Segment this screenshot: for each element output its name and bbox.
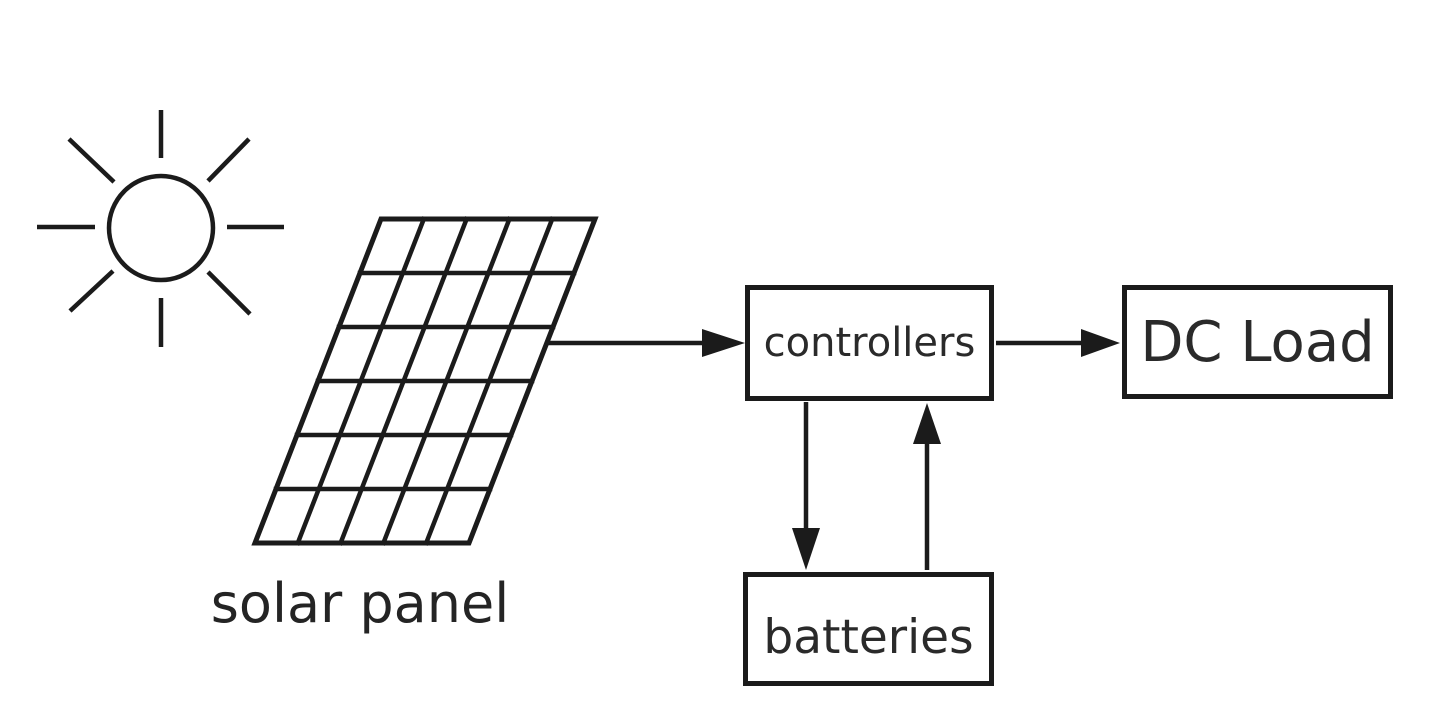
sun-icon <box>37 110 284 347</box>
solar-panel-icon <box>251 216 599 546</box>
batteries-label: batteries <box>763 609 974 665</box>
controllers-label: controllers <box>763 320 976 366</box>
dc-load-label: DC Load <box>1140 309 1375 375</box>
dc-load-box: DC Load <box>1122 285 1393 399</box>
batteries-box: batteries <box>743 572 994 686</box>
solar-panel-label: solar panel <box>210 572 510 635</box>
arrow-controllers-to-batteries <box>792 402 820 570</box>
arrow-panel-to-controllers <box>546 329 745 357</box>
controllers-box: controllers <box>745 285 994 401</box>
arrow-batteries-to-controllers <box>913 403 941 570</box>
arrow-controllers-to-dcload <box>996 329 1120 357</box>
